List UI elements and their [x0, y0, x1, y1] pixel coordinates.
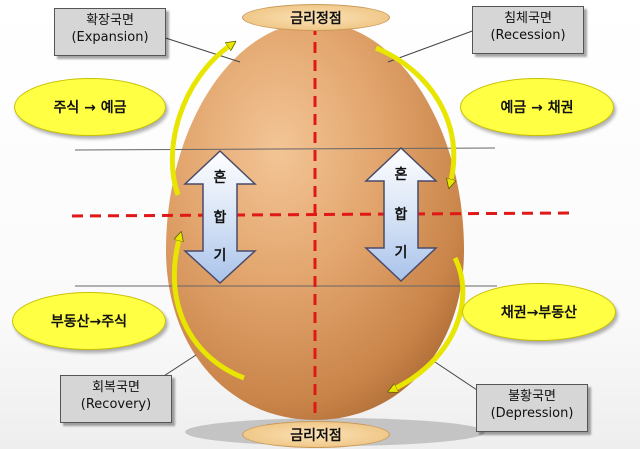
mixed-char-3-right: 기 — [394, 245, 408, 261]
phase-recession-en: (Recession) — [490, 28, 566, 43]
phase-recovery-en: (Recovery) — [80, 397, 152, 412]
phase-box-depression: 불황국면 (Depression) — [476, 384, 588, 432]
mixed-char-1-right: 혼 — [394, 167, 408, 183]
mixed-period-double-arrow-left — [183, 149, 257, 285]
rate-trough-label: 금리저점 — [242, 421, 390, 448]
phase-recovery-ko: 회복국면 — [92, 380, 140, 395]
arrow-left-top — [169, 44, 232, 196]
transition-deposit-to-bond: 예금 → 채권 — [460, 78, 614, 136]
phase-box-expansion: 확장국면 (Expansion) — [54, 8, 166, 56]
phase-box-recovery: 회복국면 (Recovery) — [60, 375, 172, 423]
phase-expansion-en: (Expansion) — [71, 30, 149, 45]
upper-guide-line — [74, 147, 496, 151]
egg — [166, 22, 464, 420]
arrow-right-bottom — [392, 256, 466, 390]
mixed-char-2-left: 합 — [213, 210, 227, 226]
mixed-char-1-left: 혼 — [213, 170, 227, 186]
horizontal-divider — [71, 211, 571, 218]
transition-realestate-to-stock: 부동산→주식 — [12, 292, 166, 350]
phase-expansion-ko: 확장국면 — [86, 13, 134, 28]
depression-pointer — [431, 359, 481, 393]
phase-recession-ko: 침체국면 — [504, 11, 552, 26]
transition-stock-to-deposit: 주식 → 예금 — [14, 78, 166, 136]
recession-pointer — [387, 29, 476, 63]
phase-depression-en: (Depression) — [490, 406, 574, 421]
arrow-right-top — [375, 45, 457, 184]
rate-peak-label: 금리정점 — [242, 4, 390, 31]
mixed-period-double-arrow-right — [364, 146, 438, 283]
mixed-char-3-left: 기 — [213, 248, 227, 264]
arrow-left-bottom — [171, 236, 245, 381]
phase-box-recession: 침체국면 (Recession) — [472, 6, 584, 54]
mixed-char-2-right: 합 — [394, 207, 408, 223]
transition-bond-to-realestate: 채권→부동산 — [462, 283, 616, 341]
phase-depression-ko: 불황국면 — [508, 389, 556, 404]
